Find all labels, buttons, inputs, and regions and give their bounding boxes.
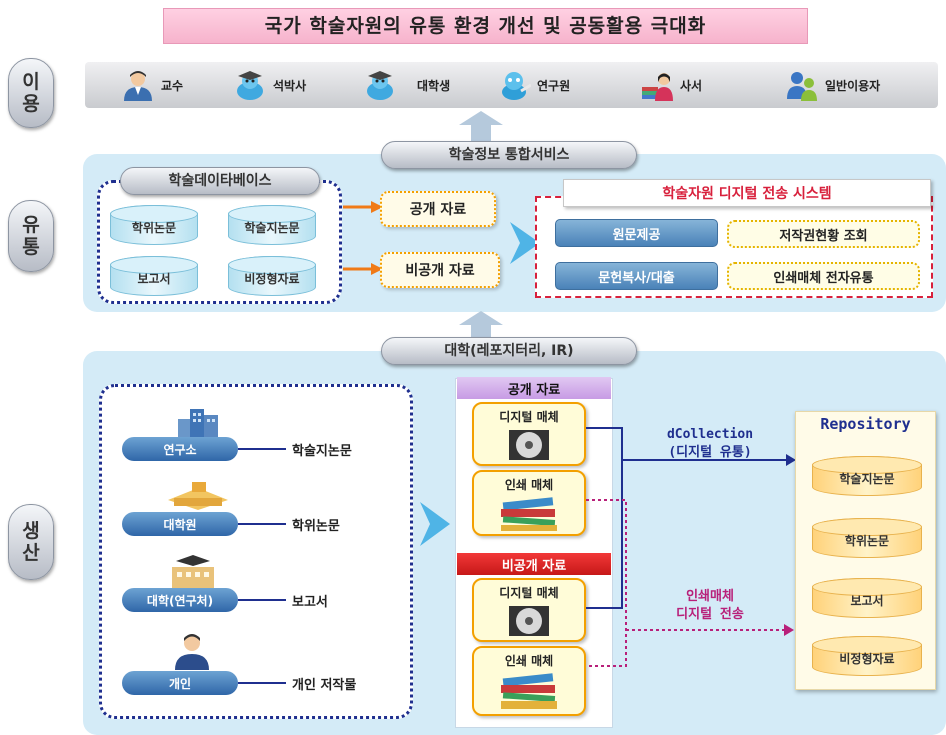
- db-item-thesis: 학위논문: [110, 205, 198, 245]
- user-item-general: 일반이용자: [785, 62, 880, 108]
- db-item-journal-label: 학술지논문: [244, 220, 300, 235]
- cd-icon: [509, 606, 549, 636]
- system-tag-print-distribution: 인쇄매체 전자유통: [727, 262, 920, 290]
- general-user-icon: [787, 72, 817, 101]
- user-label-researcher: 연구원: [537, 78, 571, 93]
- system-button-fulltext[interactable]: 원문제공: [555, 219, 718, 247]
- user-item-librarian: 사서: [640, 62, 702, 108]
- repo-item-journal: 학술지논문: [812, 456, 922, 496]
- section-distribution-label-2: 통: [22, 236, 40, 258]
- system-button-copy-loan[interactable]: 문헌복사/대출: [555, 262, 718, 290]
- repo-item-informal: 비정형자료: [812, 636, 922, 676]
- section-distribution: 유 통: [8, 200, 54, 272]
- arrow-right-icon: [343, 201, 383, 213]
- db-item-report-label: 보고서: [137, 271, 171, 286]
- section-production-label-1: 생: [22, 520, 40, 542]
- access-private: 비공개 자료: [380, 252, 500, 288]
- db-item-journal: 학술지논문: [228, 205, 316, 245]
- media-public-print-label: 인쇄 매체: [504, 478, 554, 492]
- arrow-right-icon: [343, 263, 383, 275]
- system-tag-copyright: 저작권현황 조회: [727, 220, 920, 248]
- producer-output-university: 보고서: [292, 595, 328, 610]
- university-label: 대학(레포지터리, IR): [381, 337, 637, 365]
- student-icon: [367, 71, 393, 100]
- db-item-informal: 비정형자료: [228, 256, 316, 296]
- repo-item-report: 보고서: [812, 578, 922, 618]
- section-use-label-1: 이: [22, 71, 40, 93]
- producer-org-university: 대학(연구처): [122, 588, 238, 612]
- service-label: 학술정보 통합서비스: [381, 141, 637, 169]
- print-transfer-line1: 인쇄매체: [686, 589, 734, 604]
- university-icon: [172, 555, 214, 589]
- media-connectors: [586, 427, 796, 667]
- cd-icon: [509, 430, 549, 460]
- chevron-right-icon: [420, 502, 450, 546]
- graduate-school-icon: [168, 482, 228, 510]
- arrow-up-icon: [459, 111, 503, 141]
- section-production-label-2: 산: [22, 542, 40, 564]
- repo-item-informal-label: 비정형자료: [839, 651, 895, 666]
- system-title: 학술자원 디지털 전송 시스템: [563, 179, 931, 207]
- user-label-general: 일반이용자: [825, 78, 881, 93]
- user-label-graduate: 석박사: [273, 78, 307, 93]
- user-item-professor: 교수: [121, 62, 183, 108]
- print-transfer-line2: 디지털 전송: [676, 607, 744, 622]
- media-private-digital: 디지털 매체: [472, 578, 586, 642]
- media-private-print-label: 인쇄 매체: [504, 654, 554, 668]
- media-public-digital: 디지털 매체: [472, 402, 586, 466]
- librarian-icon: [642, 73, 673, 101]
- access-public: 공개 자료: [380, 191, 496, 227]
- user-label-professor: 교수: [161, 78, 184, 93]
- media-public-digital-label: 디지털 매체: [499, 410, 559, 424]
- producer-org-graduate-school: 대학원: [122, 512, 238, 536]
- repo-item-thesis-label: 학위논문: [844, 533, 890, 548]
- research-institute-icon: [178, 409, 218, 441]
- private-header: 비공개 자료: [457, 553, 611, 575]
- individual-icon: [175, 634, 209, 670]
- producer-output-graduate-school: 학위논문: [292, 519, 340, 534]
- section-production: 생 산: [8, 504, 54, 580]
- section-distribution-label-1: 유: [22, 214, 40, 236]
- books-icon: [501, 673, 557, 709]
- dcollection-line2: (디지털 유통): [668, 445, 752, 460]
- producer-output-individual: 개인 저작물: [292, 678, 357, 693]
- db-item-report: 보고서: [110, 256, 198, 296]
- researcher-icon: [502, 72, 531, 100]
- print-transfer-label: 인쇄매체 디지털 전송: [640, 588, 780, 624]
- repo-item-thesis: 학위논문: [812, 518, 922, 558]
- section-use-label-2: 용: [22, 93, 40, 115]
- arrow-up-icon: [459, 311, 503, 341]
- user-label-student: 대학생: [417, 78, 451, 93]
- user-bar: 교수 석박사 대학생 연구원 사서 일반이용자: [85, 62, 938, 108]
- user-item-researcher: 연구원: [497, 62, 570, 108]
- db-item-thesis-label: 학위논문: [131, 220, 177, 235]
- professor-icon: [124, 71, 152, 101]
- db-item-informal-label: 비정형자료: [244, 271, 300, 286]
- repo-item-report-label: 보고서: [850, 593, 884, 608]
- dcollection-label: dCollection (디지털 유통): [630, 426, 790, 462]
- producer-output-institute: 학술지논문: [292, 444, 352, 459]
- repo-item-journal-label: 학술지논문: [839, 471, 895, 486]
- section-use: 이 용: [8, 58, 54, 128]
- producer-connectors: [238, 448, 286, 684]
- media-private-print: 인쇄 매체: [472, 646, 586, 716]
- database-title: 학술데이타베이스: [120, 167, 320, 195]
- producer-org-individual: 개인: [122, 671, 238, 695]
- user-label-librarian: 사서: [680, 78, 703, 93]
- page-title: 국가 학술자원의 유통 환경 개선 및 공동활용 극대화: [163, 8, 808, 44]
- media-private-digital-label: 디지털 매체: [499, 586, 559, 600]
- chevron-right-icon: [510, 222, 540, 264]
- graduate-icon: [237, 71, 263, 100]
- user-item-student: 대학생: [363, 62, 450, 108]
- producer-org-institute: 연구소: [122, 437, 238, 461]
- public-header: 공개 자료: [457, 377, 611, 399]
- dcollection-line1: dCollection: [666, 427, 754, 442]
- books-icon: [501, 497, 557, 531]
- repository-box: Repository 학술지논문 학위논문 보고서 비정형자료: [795, 411, 936, 690]
- media-public-print: 인쇄 매체: [472, 470, 586, 536]
- user-item-graduate: 석박사: [233, 62, 306, 108]
- repository-title: Repository: [820, 415, 911, 433]
